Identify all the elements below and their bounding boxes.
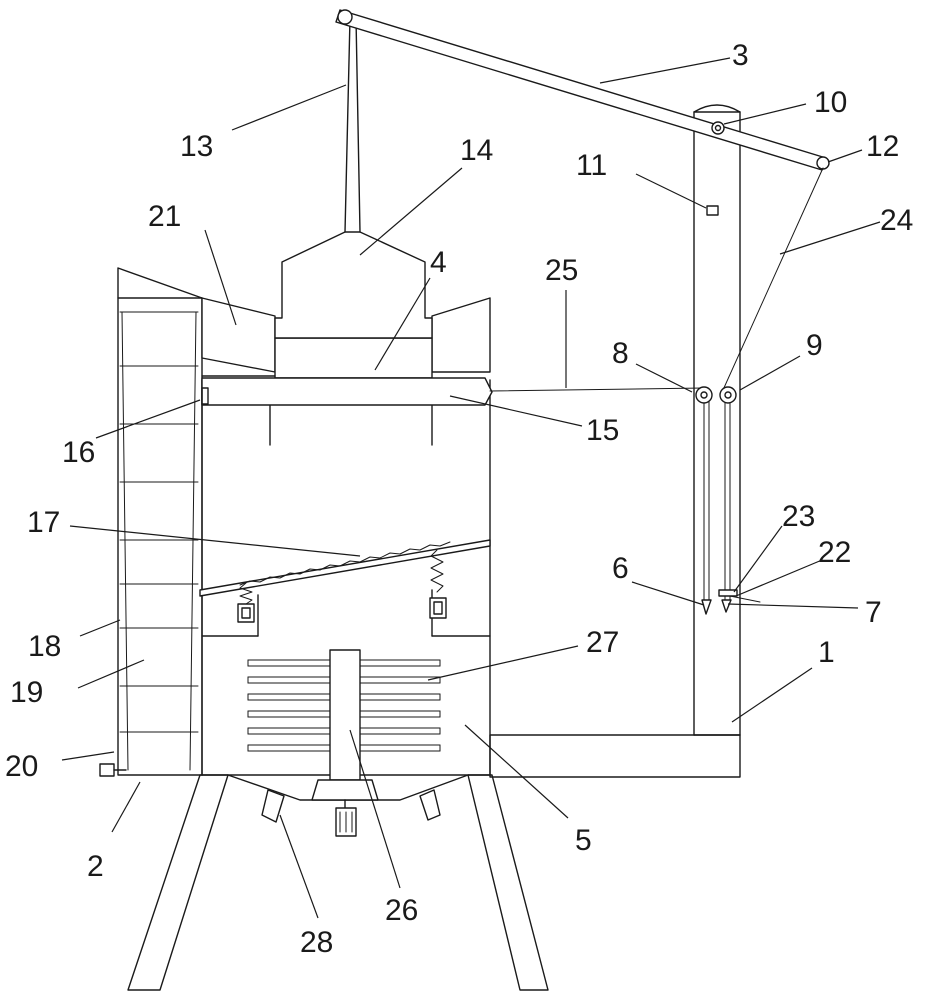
label-8: 8: [612, 337, 629, 370]
label-10: 10: [814, 86, 847, 119]
pulleys: [695, 386, 737, 404]
feed-hoppers: [201, 297, 491, 373]
base-platform: [489, 734, 741, 778]
pivot-10: [711, 121, 725, 135]
label-2: 2: [87, 850, 104, 883]
label-6: 6: [612, 552, 629, 585]
vertical-column: [693, 104, 741, 736]
label-5: 5: [575, 824, 592, 857]
pivot-12: [816, 156, 830, 170]
label-13: 13: [180, 130, 213, 163]
label-19: 19: [10, 676, 43, 709]
leader-lines: [61, 57, 881, 919]
label-23: 23: [782, 500, 815, 533]
sliding-plate-15: [201, 377, 493, 406]
label-4: 4: [430, 246, 447, 279]
label-1: 1: [818, 636, 835, 669]
label-24: 24: [880, 204, 913, 237]
label-25: 25: [545, 254, 578, 287]
label-27: 27: [586, 626, 619, 659]
cable-25: [489, 387, 710, 601]
label-17: 17: [27, 506, 60, 539]
label-9: 9: [806, 329, 823, 362]
pulley-9: [719, 386, 737, 404]
label-12: 12: [866, 130, 899, 163]
press-block-14: [274, 231, 433, 339]
label-11: 11: [576, 149, 607, 182]
discharge-spouts-28: [261, 789, 441, 823]
part-labels: 1 2 3 4 5 6 7 8 9 10 11 12 13 14 15 16 1…: [5, 39, 913, 959]
label-26: 26: [385, 894, 418, 927]
label-18: 18: [28, 630, 61, 663]
inclined-screen-17: [199, 539, 491, 623]
sensor-11: [706, 205, 719, 216]
clamp-22: [718, 589, 738, 597]
label-22: 22: [818, 536, 851, 569]
hook-7: [721, 599, 732, 613]
hook-6: [701, 599, 712, 615]
hooks: [701, 589, 761, 615]
label-20: 20: [5, 750, 38, 783]
label-15: 15: [586, 414, 619, 447]
motor-20: [99, 763, 115, 777]
label-21: 21: [148, 200, 181, 233]
label-14: 14: [460, 134, 493, 167]
lever-arm-3: [335, 9, 830, 171]
side-elevator: [99, 267, 203, 777]
label-7: 7: [865, 596, 882, 629]
central-shaft-26: [311, 649, 379, 837]
pulley-8: [695, 386, 713, 404]
part-16: [201, 387, 209, 405]
hanging-rod-13: [344, 17, 361, 233]
legs: [127, 774, 549, 991]
cable-24: [722, 167, 824, 601]
label-3: 3: [732, 39, 749, 72]
label-16: 16: [62, 436, 95, 469]
label-28: 28: [300, 926, 333, 959]
